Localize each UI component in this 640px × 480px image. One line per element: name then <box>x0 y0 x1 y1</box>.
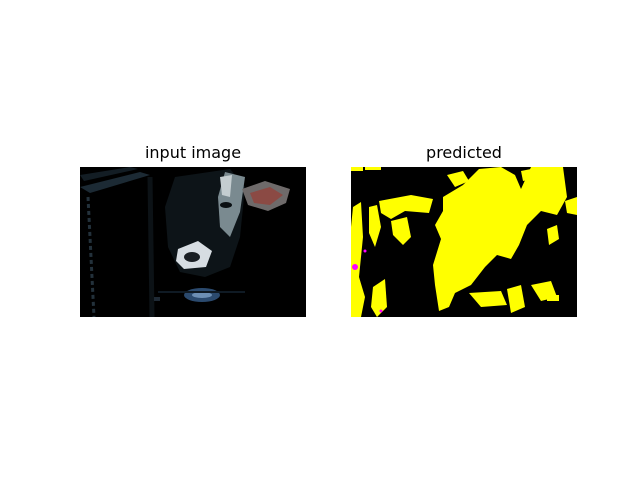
mask-graphic <box>351 167 577 317</box>
input-image-title: input image <box>144 143 242 162</box>
input-image <box>80 167 306 317</box>
predicted-title: predicted <box>426 143 502 162</box>
predicted-mask <box>351 167 577 317</box>
input-photo-graphic <box>80 167 306 317</box>
